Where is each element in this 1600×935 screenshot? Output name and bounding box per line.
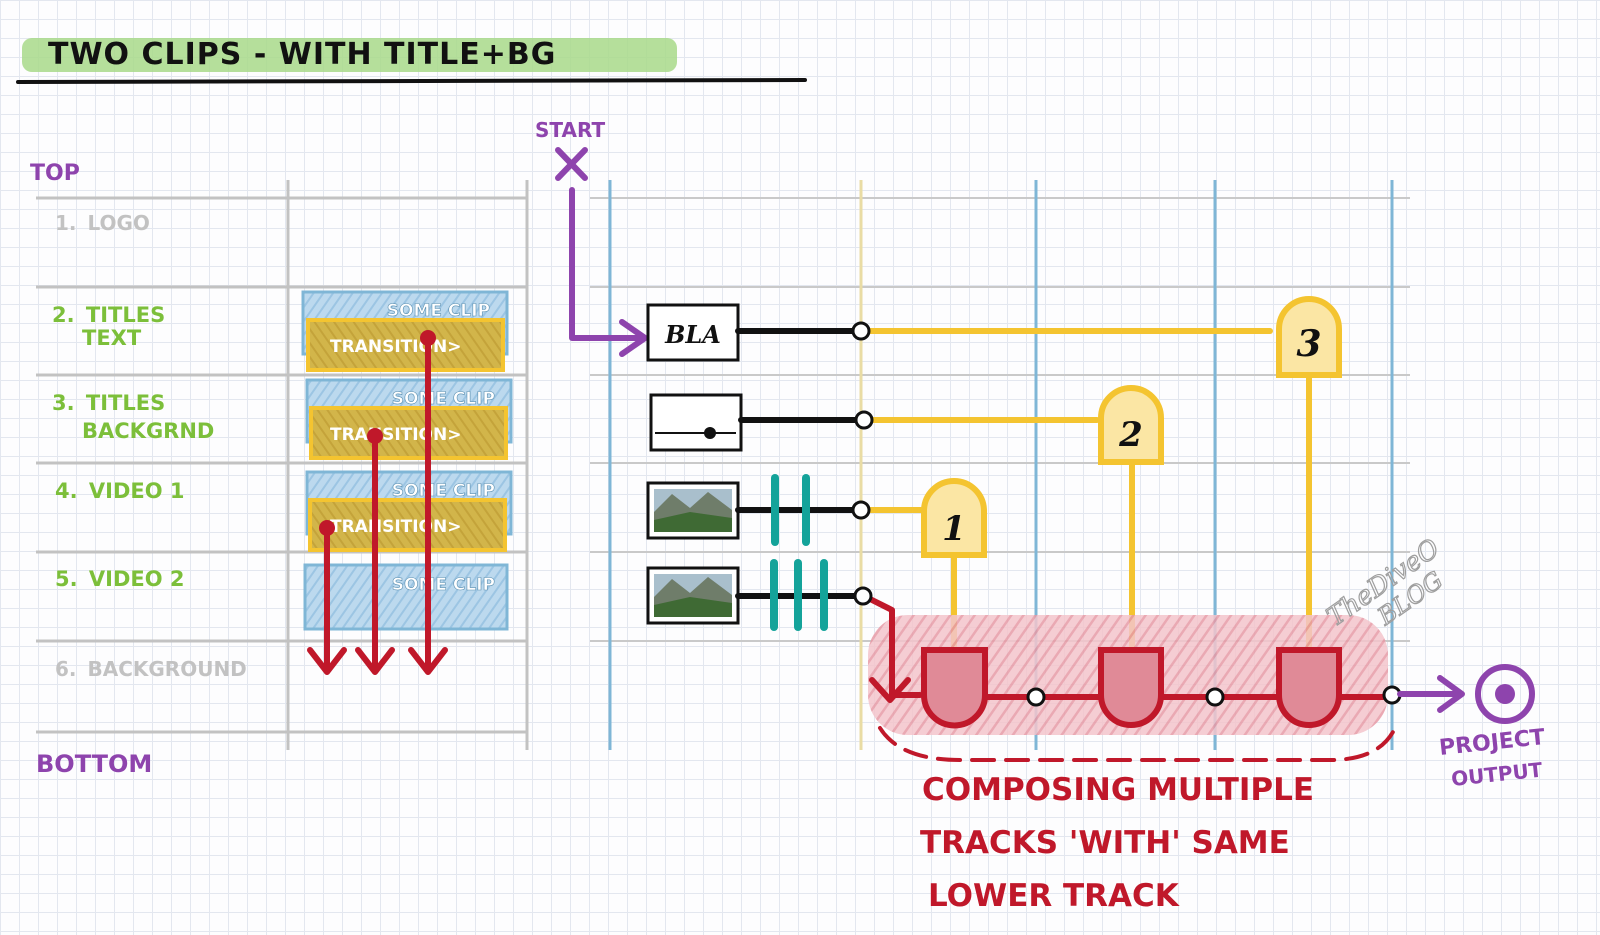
source-video-2 [648, 568, 738, 623]
title-group: TWO CLIPS - WITH TITLE+BG [18, 37, 805, 82]
source-video-1 [648, 483, 738, 538]
source-title-text-label: BLA [664, 320, 721, 349]
clip-3: SOME CLIP TRANSITION> [307, 472, 511, 550]
svg-text:2. TITLES: 2. TITLES [52, 303, 165, 327]
clip-1: SOME CLIP TRANSITION> [303, 292, 507, 370]
pipeline-graph: START BLA [535, 118, 1546, 914]
clip-label: SOME CLIP [392, 575, 495, 595]
track-label-5: 5. VIDEO 2 [55, 567, 185, 591]
top-label: TOP [30, 161, 80, 186]
track-label-6: 6. BACKGROUND [55, 657, 247, 681]
output-label-line1: PROJECT [1438, 725, 1546, 761]
start-label: START [535, 118, 605, 142]
track-panel: TOP BOTTOM 1. LOGO 2. TITLES T [30, 161, 528, 778]
output-label-line2: OUTPUT [1450, 758, 1544, 791]
mixer-1: 1 [924, 481, 984, 555]
transition-label: TRANSITION> [330, 337, 461, 357]
track-label-4: 4. VIDEO 1 [55, 479, 185, 503]
mixer-2: 2 [1101, 388, 1161, 462]
track-label-1: 1. LOGO [55, 211, 150, 235]
transition-label: TRANSITION> [330, 517, 461, 537]
svg-text:1. LOGO: 1. LOGO [55, 211, 150, 235]
track-label-3: 3. TITLES BACKGRND [52, 391, 214, 443]
svg-text:3. TITLES: 3. TITLES [52, 391, 165, 415]
caption-line-3: LOWER TRACK [928, 878, 1180, 914]
caption-line-1: COMPOSING MULTIPLE [922, 772, 1314, 808]
caption-line-2: TRACKS 'WITH' SAME [920, 825, 1290, 861]
mixer-number: 1 [942, 509, 966, 549]
compose-gate-1 [924, 650, 985, 725]
svg-text:TEXT: TEXT [82, 326, 142, 350]
mixer-number: 3 [1296, 323, 1321, 365]
source-title-text: BLA [648, 305, 738, 360]
svg-text:4. VIDEO 1: 4. VIDEO 1 [55, 479, 185, 503]
track-label-2: 2. TITLES TEXT [52, 303, 165, 350]
compose-gate-3 [1279, 650, 1339, 725]
start-x-icon [558, 150, 585, 178]
clip-4: SOME CLIP [305, 565, 507, 629]
transition-label: TRANSITION> [330, 425, 461, 445]
svg-text:BACKGRND: BACKGRND [82, 419, 214, 443]
slider-knob-icon [704, 427, 716, 439]
start-marker: START [535, 118, 645, 354]
project-output: PROJECT OUTPUT [1400, 667, 1546, 791]
bottom-label: BOTTOM [36, 750, 152, 778]
source-background-slider [651, 395, 741, 450]
page-title: TWO CLIPS - WITH TITLE+BG [48, 37, 556, 72]
title-underline [18, 80, 805, 82]
start-connector [572, 190, 640, 338]
caption: COMPOSING MULTIPLE TRACKS 'WITH' SAME LO… [920, 772, 1314, 914]
mixer-3: 3 [1279, 299, 1339, 375]
mixer-number: 2 [1118, 415, 1143, 455]
clip-2: SOME CLIP TRANSITION> [307, 380, 511, 458]
svg-text:5. VIDEO 2: 5. VIDEO 2 [55, 567, 185, 591]
compose-gate-2 [1101, 650, 1161, 725]
svg-text:6. BACKGROUND: 6. BACKGROUND [55, 657, 247, 681]
